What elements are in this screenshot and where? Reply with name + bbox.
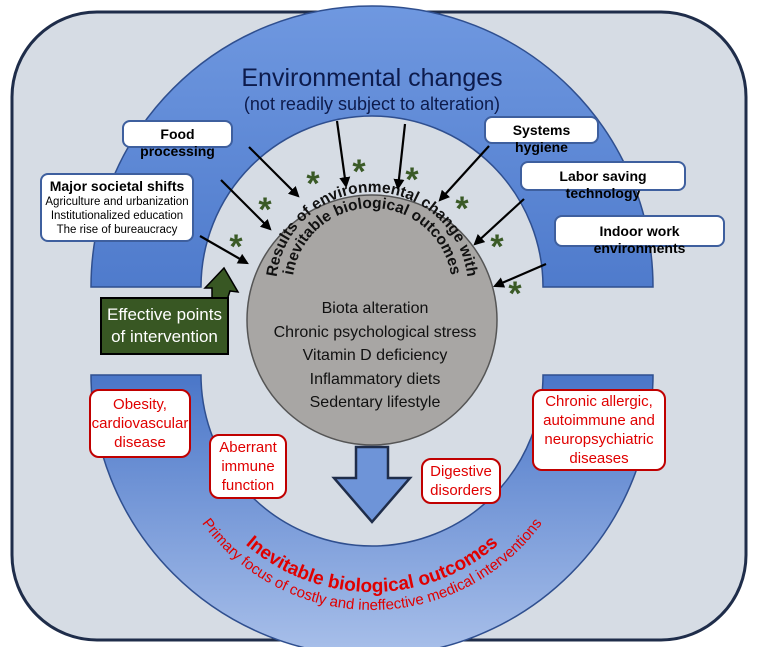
arrow-societal-shifts (199, 235, 249, 265)
intervention-asterisk: * (352, 153, 366, 191)
outcome-line: Obesity, (113, 396, 167, 413)
effective-points-box: Effective points of intervention (100, 297, 229, 355)
circle-item: Inflammatory diets (309, 370, 441, 388)
circle-items-list: Biota alteration Chronic psychological s… (250, 297, 500, 415)
outcome-line: autoimmune and (543, 412, 655, 429)
food-processing-label: Food processing (140, 126, 215, 159)
big-down-arrow (331, 445, 413, 524)
arrow-food-processing-b (248, 146, 300, 198)
arrow-food-processing-a (220, 179, 272, 231)
environmental-changes-title: Environmental changes (241, 64, 502, 92)
outcome-line: function (221, 477, 275, 494)
intervention-asterisk: * (258, 191, 272, 229)
outcome-line: diseases (569, 450, 629, 467)
intervention-asterisk: * (405, 161, 419, 199)
food-processing-box: Food processing (122, 120, 233, 159)
arrow-labor-saving (473, 198, 525, 246)
major-societal-shifts-box: Major societal shifts Agriculture and ur… (40, 173, 194, 242)
arrow-top-2 (393, 123, 407, 191)
outcome-box-obesity: Obesity, cardiovascular disease (89, 389, 191, 458)
circle-item: Chronic psychological stress (273, 323, 477, 341)
outcome-line: cardiovascular (91, 415, 189, 432)
societal-shift-item: Agriculture and urbanization (45, 196, 189, 208)
arrow-indoor-work (492, 262, 547, 288)
outcome-line: disease (114, 434, 166, 451)
societal-shift-item: The rise of bureaucracy (56, 224, 178, 236)
intervention-asterisk: * (229, 228, 243, 266)
labor-saving-technology-label: Labor saving technology (559, 168, 647, 201)
environmental-changes-subtitle: (not readily subject to alteration) (244, 94, 500, 114)
indoor-work-environments-box: Indoor work environments (554, 215, 725, 256)
intervention-markers: * * * * * * * * (229, 153, 522, 313)
systems-hygiene-label: Systems hygiene (512, 122, 571, 155)
central-circle (246, 194, 498, 446)
societal-shift-item: Institutionalized education (50, 210, 184, 222)
intervention-asterisk: * (508, 275, 522, 313)
outcome-line: immune (221, 458, 275, 475)
outcome-line: neuropsychiatric (544, 431, 654, 448)
intervention-asterisk: * (455, 190, 469, 228)
outcome-line: Digestive (430, 463, 492, 480)
arrow-top-1 (335, 120, 351, 189)
outcome-line: Chronic allergic, (545, 393, 653, 410)
intervention-asterisk: * (490, 228, 504, 266)
major-societal-shifts-title: Major societal shifts (49, 178, 185, 194)
outcome-line: Aberrant (219, 439, 277, 456)
effective-points-line2: of intervention (111, 327, 218, 346)
indoor-work-environments-label: Indoor work environments (593, 223, 686, 256)
outcome-box-digestive: Digestive disorders (421, 458, 501, 504)
arrow-systems-hygiene (438, 145, 490, 202)
labor-saving-technology-box: Labor saving technology (520, 161, 686, 201)
outcome-box-chronic-allergic: Chronic allergic, autoimmune and neurops… (532, 389, 666, 471)
systems-hygiene-box: Systems hygiene (484, 116, 599, 155)
outcome-box-aberrant-immune: Aberrant immune function (209, 434, 287, 499)
outcome-line: disorders (430, 482, 492, 499)
influence-arrows (199, 120, 547, 288)
circle-item: Vitamin D deficiency (302, 347, 448, 364)
intervention-asterisk: * (306, 165, 320, 203)
circle-item: Sedentary lifestyle (309, 394, 441, 411)
circle-item: Biota alteration (321, 300, 429, 317)
effective-points-line1: Effective points (107, 305, 222, 324)
